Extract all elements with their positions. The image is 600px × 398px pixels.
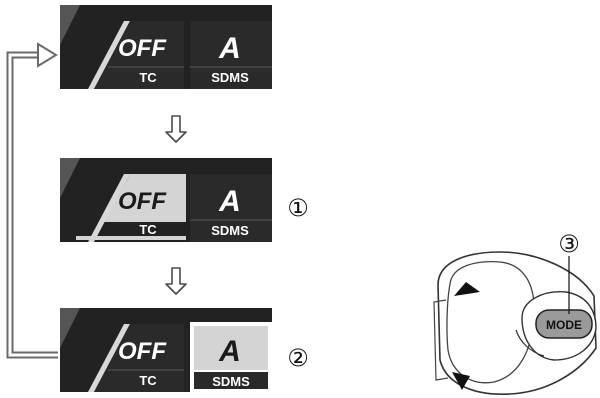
- sdms-highlight: [194, 326, 268, 370]
- tc-caption: TC: [139, 70, 157, 85]
- tc-caption: TC: [139, 373, 157, 388]
- loop-arrow: [6, 42, 58, 359]
- mode-button[interactable]: [535, 309, 593, 339]
- display-panel-2: OFF TC A SDMS: [60, 158, 272, 242]
- tc-value-label: OFF: [118, 188, 167, 215]
- display-panel-3: OFF TC A SDMS: [60, 308, 272, 392]
- sdms-value-label: A: [218, 335, 241, 368]
- mode-button-label: MODE: [546, 318, 582, 332]
- arrow-down-icon[interactable]: [452, 372, 470, 390]
- sdms-value-label: A: [218, 32, 241, 65]
- tc-highlight: [104, 174, 186, 222]
- display-panel-1: OFF TC A SDMS: [60, 5, 272, 89]
- callout-3: ③: [558, 230, 580, 258]
- callout-1: ①: [287, 194, 309, 222]
- sdms-caption: SDMS: [212, 374, 250, 389]
- sdms-caption: SDMS: [211, 223, 249, 238]
- tc-value-label: OFF: [118, 338, 167, 365]
- steering-switch: MODE: [433, 251, 597, 395]
- callout-2: ②: [287, 344, 309, 372]
- sdms-value-label: A: [218, 185, 241, 218]
- sdms-caption: SDMS: [211, 70, 249, 85]
- arrow-up-icon[interactable]: [454, 282, 480, 296]
- down-arrow-2: [165, 267, 187, 295]
- tc-value-label: OFF: [118, 35, 167, 62]
- tc-highlight-bar: [76, 236, 186, 240]
- tc-caption: TC: [139, 222, 157, 237]
- down-arrow-1: [165, 115, 187, 143]
